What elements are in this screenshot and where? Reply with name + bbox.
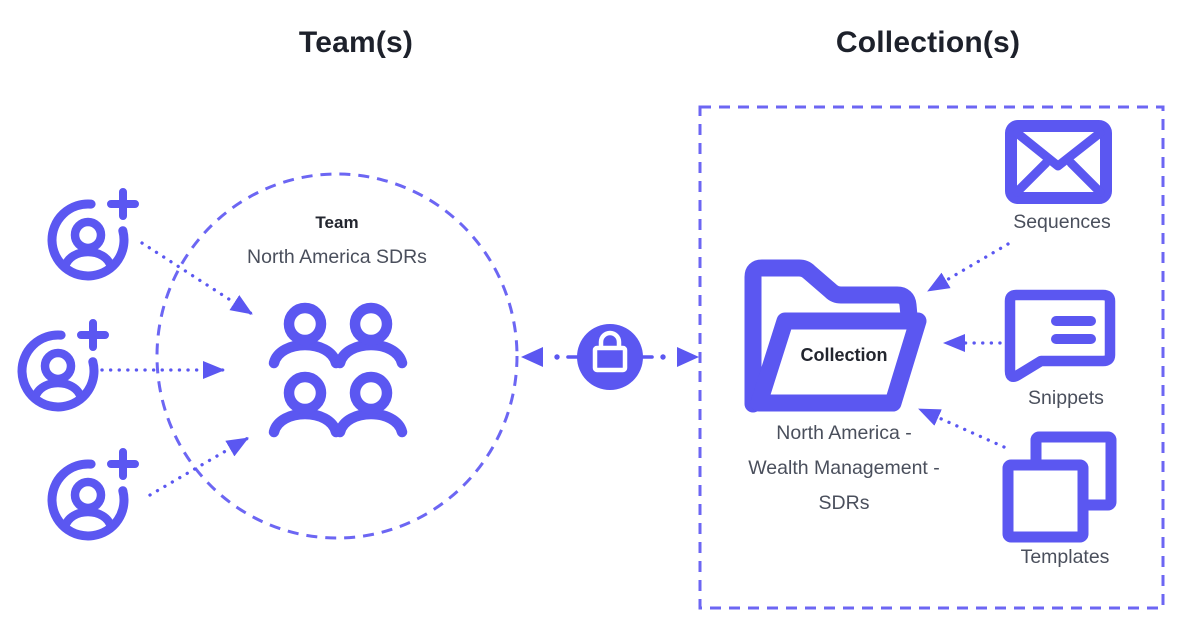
- folder-icon: [744, 259, 927, 413]
- templates-label: Templates: [1020, 546, 1110, 568]
- add-user-icon: [47, 448, 139, 541]
- collection-folder-label: Collection: [800, 345, 888, 365]
- collection-name-line: Wealth Management -: [748, 457, 940, 479]
- stacked-squares-icon: [1002, 431, 1117, 543]
- team-group-icon: [268, 302, 408, 438]
- collection-heading: Collection(s): [835, 26, 1021, 59]
- envelope-icon: [1005, 120, 1112, 204]
- collection-name: North America - Wealth Management - SDRs: [714, 416, 974, 521]
- sequences-arrow: [926, 242, 1010, 293]
- snippets-label: Snippets: [1028, 387, 1104, 409]
- arrowhead-left: [521, 347, 543, 367]
- team-arrow-bottom: [148, 436, 250, 497]
- sequences-label: Sequences: [1013, 211, 1111, 233]
- collection-name-line: SDRs: [818, 492, 870, 514]
- team-circle-label: Team: [315, 213, 359, 232]
- chat-bubble-icon: [1004, 289, 1116, 382]
- team-dashed-circle: [155, 172, 519, 540]
- collection-name-line: North America -: [776, 422, 912, 444]
- arrowhead-right: [677, 347, 699, 367]
- collection-dashed-box: [698, 105, 1165, 610]
- team-name: North America SDRs: [247, 246, 427, 268]
- add-user-icon: [47, 188, 139, 281]
- add-user-icon: [17, 319, 109, 412]
- team-heading: Team(s): [298, 26, 414, 59]
- lock-icon: [577, 324, 643, 390]
- templates-arrow: [917, 407, 1006, 449]
